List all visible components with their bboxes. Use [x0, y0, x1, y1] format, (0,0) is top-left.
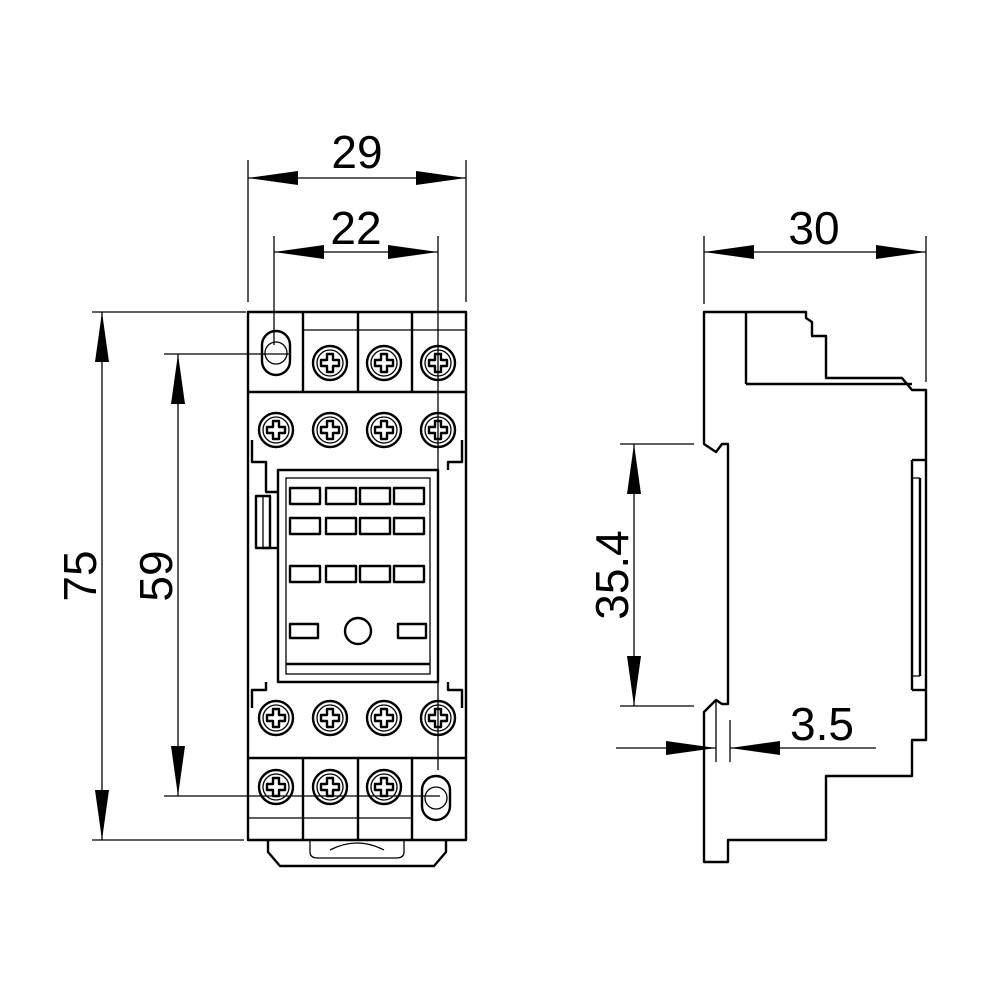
arrow-head	[730, 741, 780, 755]
dim-label-30: 30	[788, 202, 839, 254]
contact-slot	[324, 486, 358, 506]
contact-slot	[392, 516, 426, 536]
latch-left-top	[250, 440, 278, 494]
contact-slot	[392, 486, 426, 506]
contact-slot	[358, 564, 392, 584]
arrow-head	[95, 790, 109, 840]
mounting-hole-icon	[420, 774, 452, 822]
screw-head-icon	[257, 768, 295, 806]
side-body-outline	[702, 310, 928, 864]
arrow-head	[876, 245, 926, 259]
arrow-head	[666, 741, 716, 755]
front-view-dimensions: 29 22 75 59	[54, 126, 467, 841]
center-hole-icon	[343, 616, 373, 646]
latch-left-bottom	[250, 682, 268, 708]
arrow-head	[388, 245, 438, 259]
contact-slot	[324, 564, 358, 584]
contact-slot	[288, 516, 322, 536]
dim-label-3-5: 3.5	[790, 698, 854, 750]
latch-right-top	[446, 440, 464, 470]
din-clip-notch	[329, 842, 385, 851]
screw-head-icon	[365, 344, 403, 382]
contact-slot	[358, 516, 392, 536]
contact-slot	[358, 486, 392, 506]
dim-label-29: 29	[331, 126, 382, 178]
arrow-head	[95, 312, 109, 362]
side-view-dimensions: 30 35.4 3.5	[586, 202, 927, 762]
relay-seat-inner	[285, 477, 431, 675]
screw-head-icon	[311, 768, 349, 806]
relay-seat-outline	[276, 468, 440, 684]
arrow-head	[171, 746, 185, 796]
coil-slot-right	[396, 622, 428, 640]
arrow-head	[704, 245, 754, 259]
screw-head-icon	[311, 411, 349, 449]
contact-slots	[288, 486, 426, 584]
screw-head-icon	[311, 699, 349, 737]
arrow-head	[171, 354, 185, 404]
arrow-head	[274, 245, 324, 259]
side-view	[702, 310, 928, 864]
screw-head-icon	[365, 699, 403, 737]
arrow-head	[627, 444, 641, 494]
dim-label-59: 59	[130, 550, 182, 601]
contact-slot	[288, 564, 322, 584]
dim-label-22: 22	[330, 202, 381, 254]
screw-head-icon	[365, 768, 403, 806]
arrow-head	[416, 171, 466, 185]
mounting-hole-icon	[260, 329, 292, 377]
screw-head-icon	[257, 699, 295, 737]
arrow-head	[248, 171, 298, 185]
coil-slot-left	[288, 622, 320, 640]
contact-slot	[288, 486, 322, 506]
contact-slot	[324, 516, 358, 536]
front-view	[246, 310, 468, 868]
screw-head-icon	[365, 411, 403, 449]
din-clip-inner	[309, 840, 405, 859]
contact-slot	[392, 564, 426, 584]
dim-label-75: 75	[54, 550, 106, 601]
arrow-head	[627, 656, 641, 706]
dim-label-35-4: 35.4	[586, 530, 638, 620]
din-clip-front	[266, 840, 448, 868]
latch-right-bottom	[446, 682, 464, 708]
screw-head-icon	[311, 344, 349, 382]
screw-head-icon	[257, 411, 295, 449]
